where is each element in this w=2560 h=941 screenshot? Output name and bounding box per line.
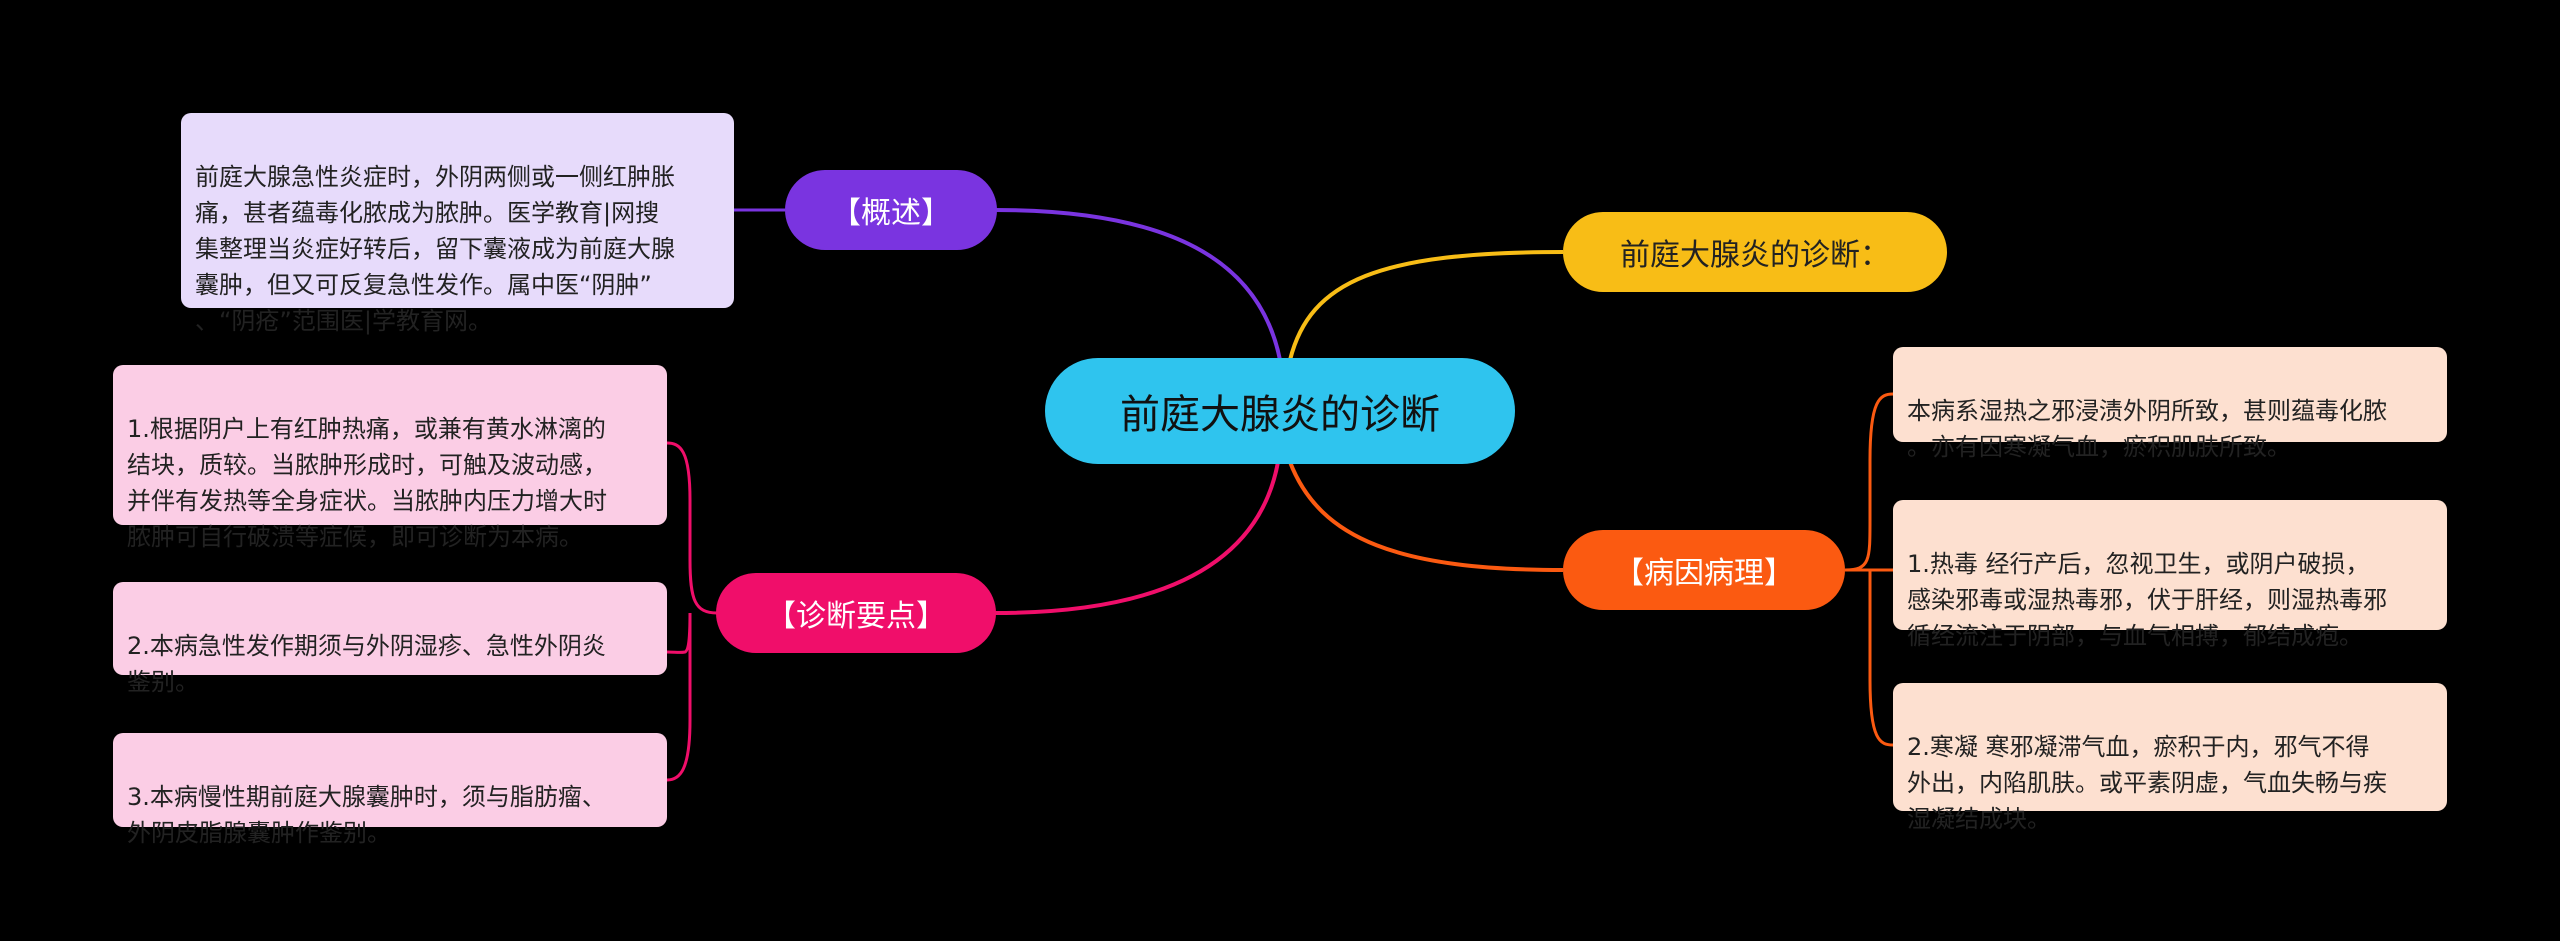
link-center-diagnosis-title [1288, 250, 1564, 361]
etiology-item[interactable]: 2.寒凝 寒邪凝滞气血，瘀积于内，邪气不得 外出，内陷肌肤。或平素阴虚，气血失畅… [1893, 683, 2447, 833]
branch-overview-label: 【概述】 [831, 196, 951, 231]
branch-diagnosis-title-label: 前庭大腺炎的诊断： [1620, 238, 1890, 273]
diagnosis-point-text: 3.本病慢性期前庭大腺囊肿时，须与脂肪瘤、 外阴皮脂腺囊肿作鉴别。 [127, 783, 606, 847]
etiology-item-text: 1.热毒 经行产后，忽视卫生，或阴户破损， 感染邪毒或湿热毒邪，伏于肝经，则湿热… [1907, 550, 2387, 650]
diagnosis-point-item[interactable]: 2.本病急性发作期须与外阴湿疹、急性外阴炎 鉴别。 [113, 582, 667, 696]
etiology-item-text: 本病系湿热之邪浸渍外阴所致，甚则蕴毒化脓 。亦有因寒凝气血，瘀积肌肤所致。 [1907, 397, 2387, 461]
etiology-item[interactable]: 1.热毒 经行产后，忽视卫生，或阴户破损， 感染邪毒或湿热毒邪，伏于肝经，则湿热… [1893, 500, 2447, 650]
overview-note-text: 前庭大腺急性炎症时，外阴两侧或一侧红肿胀 痛，甚者蕴毒化脓成为脓肿。医学教育|网… [195, 163, 675, 335]
link-center-etiology [1288, 461, 1564, 572]
branch-overview[interactable]: 【概述】 [785, 170, 997, 250]
diagnosis-point-text: 1.根据阴户上有红肿热痛，或兼有黄水淋漓的 结块，质较。当脓肿形成时，可触及波动… [127, 415, 607, 551]
diagnosis-point-item[interactable]: 3.本病慢性期前庭大腺囊肿时，须与脂肪瘤、 外阴皮脂腺囊肿作鉴别。 [113, 733, 667, 847]
branch-diagnosis-points[interactable]: 【诊断要点】 [716, 573, 996, 653]
link-center-overview [994, 208, 1282, 361]
branch-diagnosis-points-label: 【诊断要点】 [766, 599, 946, 634]
central-topic-label: 前庭大腺炎的诊断 [1120, 392, 1440, 438]
branch-diagnosis-title[interactable]: 前庭大腺炎的诊断： [1563, 212, 1947, 292]
etiology-item[interactable]: 本病系湿热之邪浸渍外阴所致，甚则蕴毒化脓 。亦有因寒凝气血，瘀积肌肤所致。 [1893, 347, 2447, 461]
diagnosis-point-item[interactable]: 1.根据阴户上有红肿热痛，或兼有黄水淋漓的 结块，质较。当脓肿形成时，可触及波动… [113, 365, 667, 551]
link-etiology-items [1844, 392, 1894, 747]
branch-etiology[interactable]: 【病因病理】 [1563, 530, 1845, 610]
link-diagnosis-points-items [666, 441, 718, 782]
central-topic[interactable]: 前庭大腺炎的诊断 [1045, 358, 1515, 464]
etiology-item-text: 2.寒凝 寒邪凝滞气血，瘀积于内，邪气不得 外出，内陷肌肤。或平素阴虚，气血失畅… [1907, 733, 2387, 833]
diagnosis-point-text: 2.本病急性发作期须与外阴湿疹、急性外阴炎 鉴别。 [127, 632, 606, 696]
link-center-diagnosis-points [994, 461, 1280, 615]
branch-etiology-label: 【病因病理】 [1614, 556, 1794, 591]
overview-note[interactable]: 前庭大腺急性炎症时，外阴两侧或一侧红肿胀 痛，甚者蕴毒化脓成为脓肿。医学教育|网… [181, 113, 734, 335]
